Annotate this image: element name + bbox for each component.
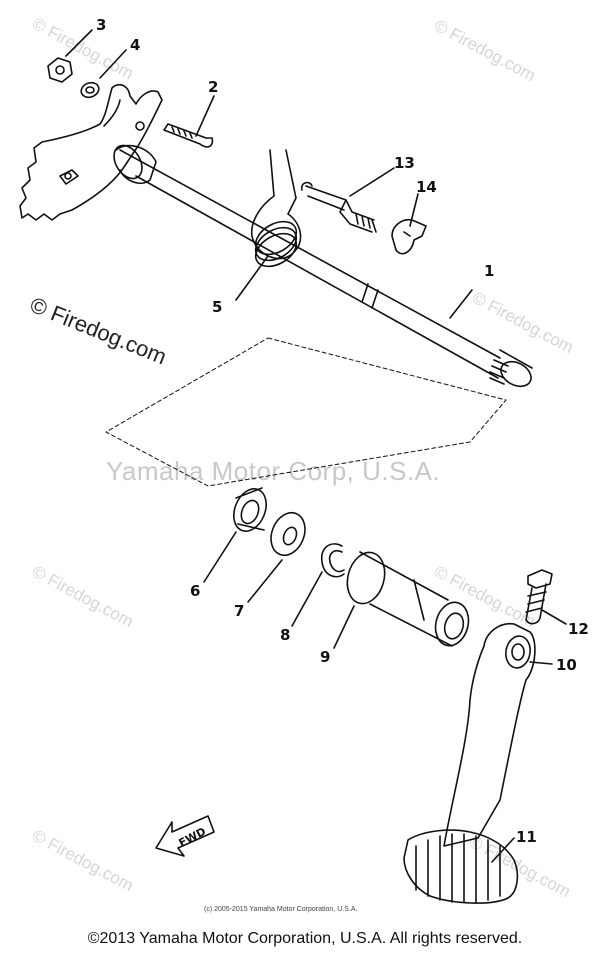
leader-14: [409, 193, 419, 227]
shift-shaft: [119, 149, 501, 379]
shift-plate-detail: [103, 99, 121, 127]
nut: [47, 57, 73, 83]
callout-5: 5: [212, 298, 222, 316]
shaft-boss: [115, 144, 157, 185]
plate-hole-lower: [64, 172, 72, 180]
leader-3: [65, 29, 93, 57]
callout-8: 8: [280, 626, 290, 644]
callout-13: 13: [394, 154, 415, 172]
leader-4: [99, 49, 127, 79]
callout-4: 4: [130, 36, 140, 54]
callout-9: 9: [320, 648, 330, 666]
leader-5: [235, 255, 269, 301]
callout-3: 3: [96, 16, 106, 34]
footer-copyright: ©2013 Yamaha Motor Corporation, U.S.A. A…: [87, 930, 523, 947]
circlip: [320, 543, 345, 578]
leader-9: [333, 605, 355, 649]
pedal-rubber: [403, 829, 519, 904]
return-spring: [250, 149, 302, 260]
shaft-clip: [391, 218, 427, 255]
pedal-boss: [505, 635, 531, 669]
dashed-box: [105, 337, 507, 487]
leader-12: [541, 609, 567, 625]
callout-7: 7: [234, 602, 244, 620]
plate-hole-upper: [135, 121, 145, 131]
shaft-groove: [361, 283, 379, 309]
plate-stud: [59, 169, 79, 185]
plain-washer: [270, 511, 306, 557]
small-copyright: (c) 2005-2015 Yamaha Motor Corporation, …: [204, 906, 358, 913]
callout-1: 1: [484, 262, 494, 280]
leader-8: [291, 571, 323, 627]
leader-11: [491, 837, 515, 863]
washer: [80, 81, 100, 99]
leader-2: [195, 95, 215, 137]
fwd-arrow: [155, 815, 215, 857]
shift-plate: [19, 83, 163, 221]
pinch-bolt: [525, 569, 553, 625]
collar-front: [346, 551, 386, 605]
shaft-boss-end: [113, 144, 143, 180]
leader-13: [349, 167, 395, 197]
callout-10: 10: [556, 656, 577, 674]
callout-6: 6: [190, 582, 200, 600]
shaft-end-knurl: [489, 349, 533, 385]
leader-7: [247, 559, 283, 603]
callout-11: 11: [516, 828, 537, 846]
shaft-end-outer: [500, 360, 532, 388]
shift-pedal-arm: [443, 622, 536, 847]
shoulder-bolt: [300, 181, 377, 233]
leader-6: [203, 531, 237, 583]
callout-14: 14: [416, 178, 437, 196]
callout-12: 12: [568, 620, 589, 638]
callout-2: 2: [208, 78, 218, 96]
stud-bolt: [163, 123, 214, 148]
leader-10: [529, 661, 553, 665]
leader-1: [449, 289, 473, 319]
